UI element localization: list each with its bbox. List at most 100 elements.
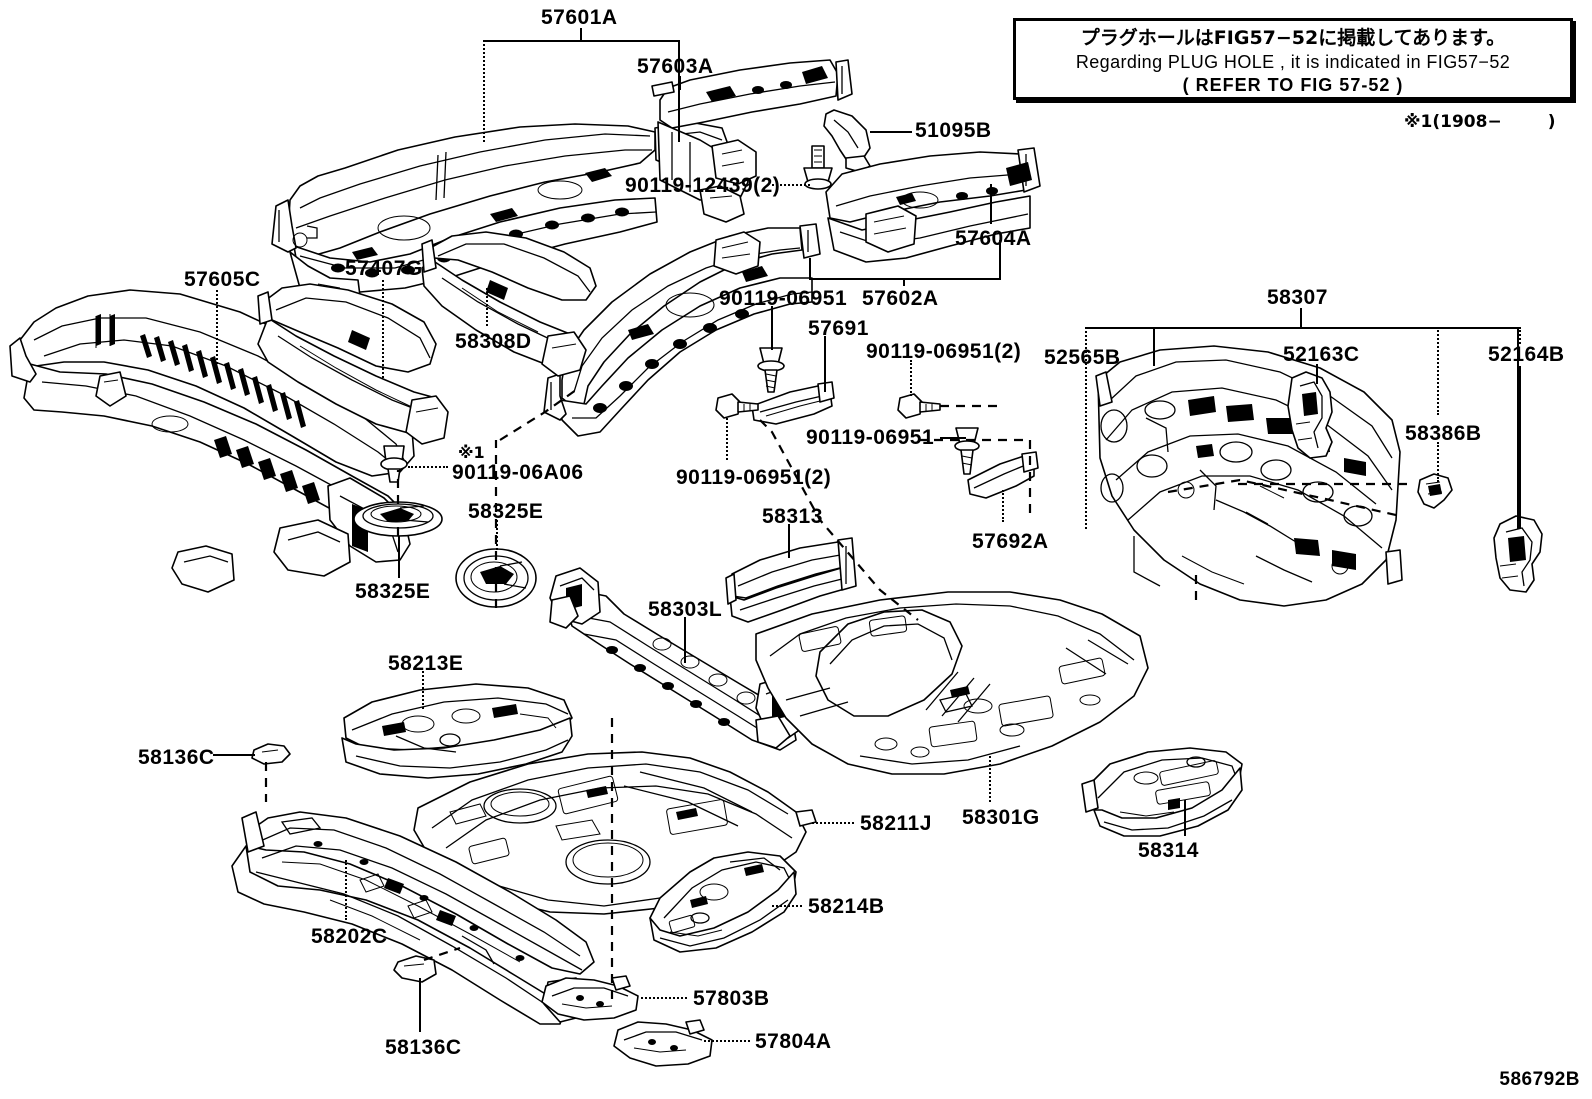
leader-58325E-right: [496, 520, 498, 550]
part-label-58325E-left: 58325E: [355, 580, 431, 603]
leader-52163C: [1316, 364, 1318, 384]
part-art-57603A: [651, 59, 853, 223]
part-art-58202C: [231, 811, 595, 1025]
part-art-58313: [725, 537, 857, 623]
part-label-58307: 58307: [1267, 286, 1328, 309]
part-label-90119-06951-b: 90119-06951(2): [866, 340, 1022, 363]
leader-bracket-57602A-right-leg: [999, 240, 1001, 280]
footnote-text: (1908−: [1432, 112, 1502, 132]
part-label-57804A: 57804A: [755, 1030, 832, 1053]
part-art-bolt-06A06: [380, 445, 408, 483]
leader-90119-06951-a: [771, 306, 773, 350]
leader-bracket-57602A: [809, 278, 1001, 280]
leader-57803B: [641, 997, 687, 999]
part-art-58303L: [549, 567, 809, 751]
leader-52164B-stem: [1519, 366, 1521, 528]
leader-58136C-top: [213, 754, 255, 756]
part-label-58136C-top: 58136C: [138, 746, 215, 769]
part-art-58314: [1081, 747, 1243, 837]
leader-58325E-left: [398, 536, 400, 578]
part-art-57601A: [271, 121, 731, 301]
part-label-58214B: 58214B: [808, 895, 885, 918]
leader-58386B-upper: [1437, 327, 1439, 415]
leader-52164B: [1519, 327, 1521, 344]
part-art-57407G: [257, 283, 449, 445]
footnote-marker-1: ※1: [458, 443, 485, 462]
part-art-58308D: [421, 231, 597, 377]
leader-90119-12439: [772, 184, 810, 186]
leader-58213E: [422, 671, 424, 709]
part-label-57601A: 57601A: [541, 6, 618, 29]
part-label-90119-06951-c: 90119-06951: [806, 426, 935, 449]
part-art-58213E: [341, 683, 573, 779]
part-label-58303L: 58303L: [648, 598, 723, 621]
part-label-57602A: 57602A: [862, 287, 939, 310]
part-label-90119-06A06: 90119-06A06: [452, 461, 584, 484]
figure-id: 586792B: [1499, 1069, 1580, 1090]
part-art-58136C-top: [251, 743, 291, 765]
part-label-57691: 57691: [808, 317, 869, 340]
part-art-58211J: [413, 751, 817, 915]
part-art-57605C: [9, 289, 415, 593]
leader-90119-06951-c: [940, 437, 966, 439]
leader-57605C: [216, 290, 218, 364]
part-label-90119-06951-a: 90119-06951: [719, 287, 848, 310]
leader-58313: [788, 524, 790, 558]
part-art-58301G: [755, 591, 1149, 775]
footnote-close: ): [1547, 112, 1556, 132]
note-line-english: Regarding PLUG HOLE , it is indicated in…: [1075, 51, 1511, 72]
part-art-bolt-06951-b: [715, 393, 759, 419]
leader-51095B: [870, 131, 912, 133]
part-art-57602A: [543, 223, 821, 437]
leader-58301G: [989, 756, 991, 802]
footnote-date-range: ※1(1908−): [1404, 112, 1555, 132]
part-label-57603A: 57603A: [637, 55, 714, 78]
plug-hole-note-box: プラグホールはFIG57−52に掲載してあります。 Regarding PLUG…: [1013, 18, 1573, 100]
part-label-58202C: 58202C: [311, 925, 388, 948]
leader-58314: [1184, 800, 1186, 836]
leader-58308D: [486, 288, 488, 326]
part-label-58314: 58314: [1138, 839, 1199, 862]
part-art-58136C-bottom: [393, 955, 437, 983]
footnote-marker: ※1: [1404, 112, 1433, 132]
part-label-51095B: 51095B: [915, 119, 992, 142]
part-art-58214B: [649, 851, 797, 953]
part-label-57692A: 57692A: [972, 530, 1049, 553]
leader-57604A: [990, 184, 992, 224]
part-art-57804A: [613, 1019, 713, 1067]
part-art-bolt-12439: [803, 145, 833, 190]
leader-90119-06951-b: [910, 360, 912, 396]
part-label-58386B: 58386B: [1405, 422, 1482, 445]
part-art-58325E-right: [455, 548, 537, 608]
part-label-58136C-bottom: 58136C: [385, 1036, 462, 1059]
leader-58307: [1300, 308, 1302, 327]
part-label-58301G: 58301G: [962, 806, 1040, 829]
part-art-bolt-06951-d: [954, 427, 980, 475]
leader-57603A: [679, 76, 681, 90]
part-label-57407G: 57407G: [345, 257, 423, 280]
part-label-58325E-right: 58325E: [468, 500, 544, 523]
leader-90119-06A06: [408, 466, 448, 468]
part-art-57803B: [541, 975, 639, 1021]
part-label-57803B: 57803B: [693, 987, 770, 1010]
leader-58211J: [812, 822, 854, 824]
part-label-52163C: 52163C: [1283, 343, 1360, 366]
part-art-bolt-06951-a: [757, 347, 785, 393]
part-label-58211J: 58211J: [860, 812, 932, 835]
part-label-58308D: 58308D: [455, 330, 532, 353]
leader-58214B: [772, 905, 802, 907]
leader-bracket-58307: [1085, 327, 1519, 529]
note-line-reference: ( REFER TO FIG 57-52 ): [1182, 74, 1404, 95]
part-art-bolt-06951-c: [897, 393, 941, 419]
part-label-52565B: 52565B: [1044, 346, 1121, 369]
part-label-52164B: 52164B: [1488, 343, 1565, 366]
part-label-57605C: 57605C: [184, 268, 261, 291]
part-label-90119-12439: 90119-12439(2): [625, 174, 781, 197]
part-label-58313: 58313: [762, 505, 823, 528]
leader-90119-06951-d: [726, 418, 728, 460]
part-art-58325E-left: [353, 501, 443, 537]
part-art-57691: [751, 381, 835, 425]
part-art-51095B: [823, 109, 871, 173]
leader-58136C-bottom: [419, 978, 421, 1032]
